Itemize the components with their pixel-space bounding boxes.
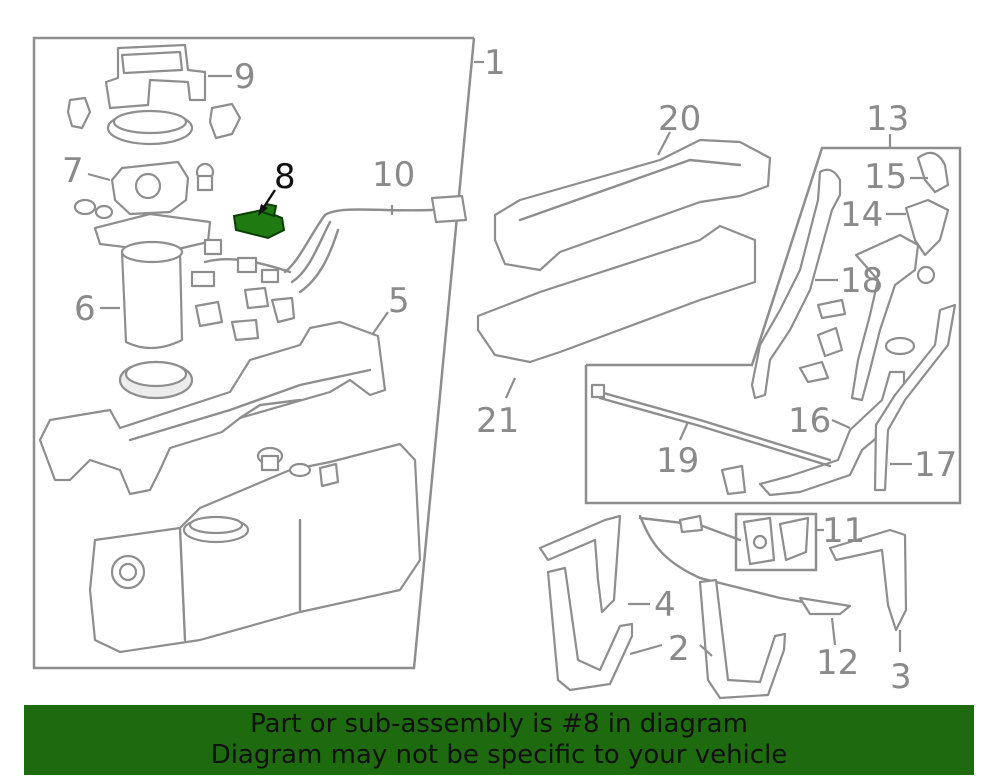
- part-6-fuel-module: [93, 212, 212, 400]
- fuel-tank: [88, 442, 422, 654]
- part-20-shield: [493, 138, 772, 272]
- callout-4: 4: [654, 585, 676, 625]
- callout-19: 19: [656, 441, 699, 481]
- part-12-harness: [638, 514, 852, 616]
- part-4-bracket: [538, 514, 622, 614]
- info-banner: Part or sub-assembly is #8 in diagram Di…: [24, 705, 974, 775]
- part-2-straps: [546, 566, 787, 700]
- lock-ring: [66, 96, 242, 146]
- callout-18: 18: [840, 261, 883, 301]
- callout-14: 14: [840, 195, 883, 235]
- callout-16: 16: [788, 401, 831, 441]
- callout-6: 6: [74, 289, 96, 329]
- part-19-line: [590, 383, 832, 496]
- callout-21: 21: [476, 401, 519, 441]
- banner-line-2: Diagram may not be specific to your vehi…: [210, 740, 788, 770]
- callout-5: 5: [388, 281, 410, 321]
- part-14-bracket: [904, 198, 950, 257]
- part-9-bracket: [104, 43, 207, 110]
- part-7-pump-module: [73, 160, 215, 220]
- part-5-shield: [38, 320, 387, 496]
- callout-20: 20: [658, 99, 701, 139]
- assembly-1-frame: [32, 36, 476, 670]
- banner-line-1: Part or sub-assembly is #8 in diagram: [250, 709, 748, 739]
- callout-1: 1: [484, 43, 506, 83]
- part-11-frame: [734, 512, 818, 572]
- part-21-shield: [476, 224, 757, 364]
- part-15-cap: [916, 151, 950, 194]
- parts-diagram: 1 2 3 4 5 6 7 8 9 10 11 12 13 14 15 16 1…: [32, 36, 962, 700]
- callout-7: 7: [62, 151, 84, 191]
- callout-10: 10: [372, 155, 415, 195]
- part-3-bracket: [828, 528, 908, 632]
- callout-3: 3: [890, 657, 912, 697]
- callout-13: 13: [866, 99, 909, 139]
- callout-17: 17: [914, 445, 957, 485]
- part-11-clip: [742, 516, 810, 566]
- part-10-wiring-harness: [190, 194, 468, 342]
- callout-2: 2: [668, 629, 690, 669]
- callout-15: 15: [864, 157, 907, 197]
- callout-9: 9: [234, 57, 256, 97]
- part-18-hose: [750, 168, 842, 400]
- filler-neck: [798, 233, 936, 402]
- callout-8: 8: [274, 157, 296, 197]
- callout-12: 12: [816, 643, 859, 683]
- assembly-13-frame: [584, 146, 962, 505]
- callout-11: 11: [822, 511, 865, 551]
- part-8-highlighted: [232, 202, 286, 240]
- part-17-pipe: [873, 303, 957, 492]
